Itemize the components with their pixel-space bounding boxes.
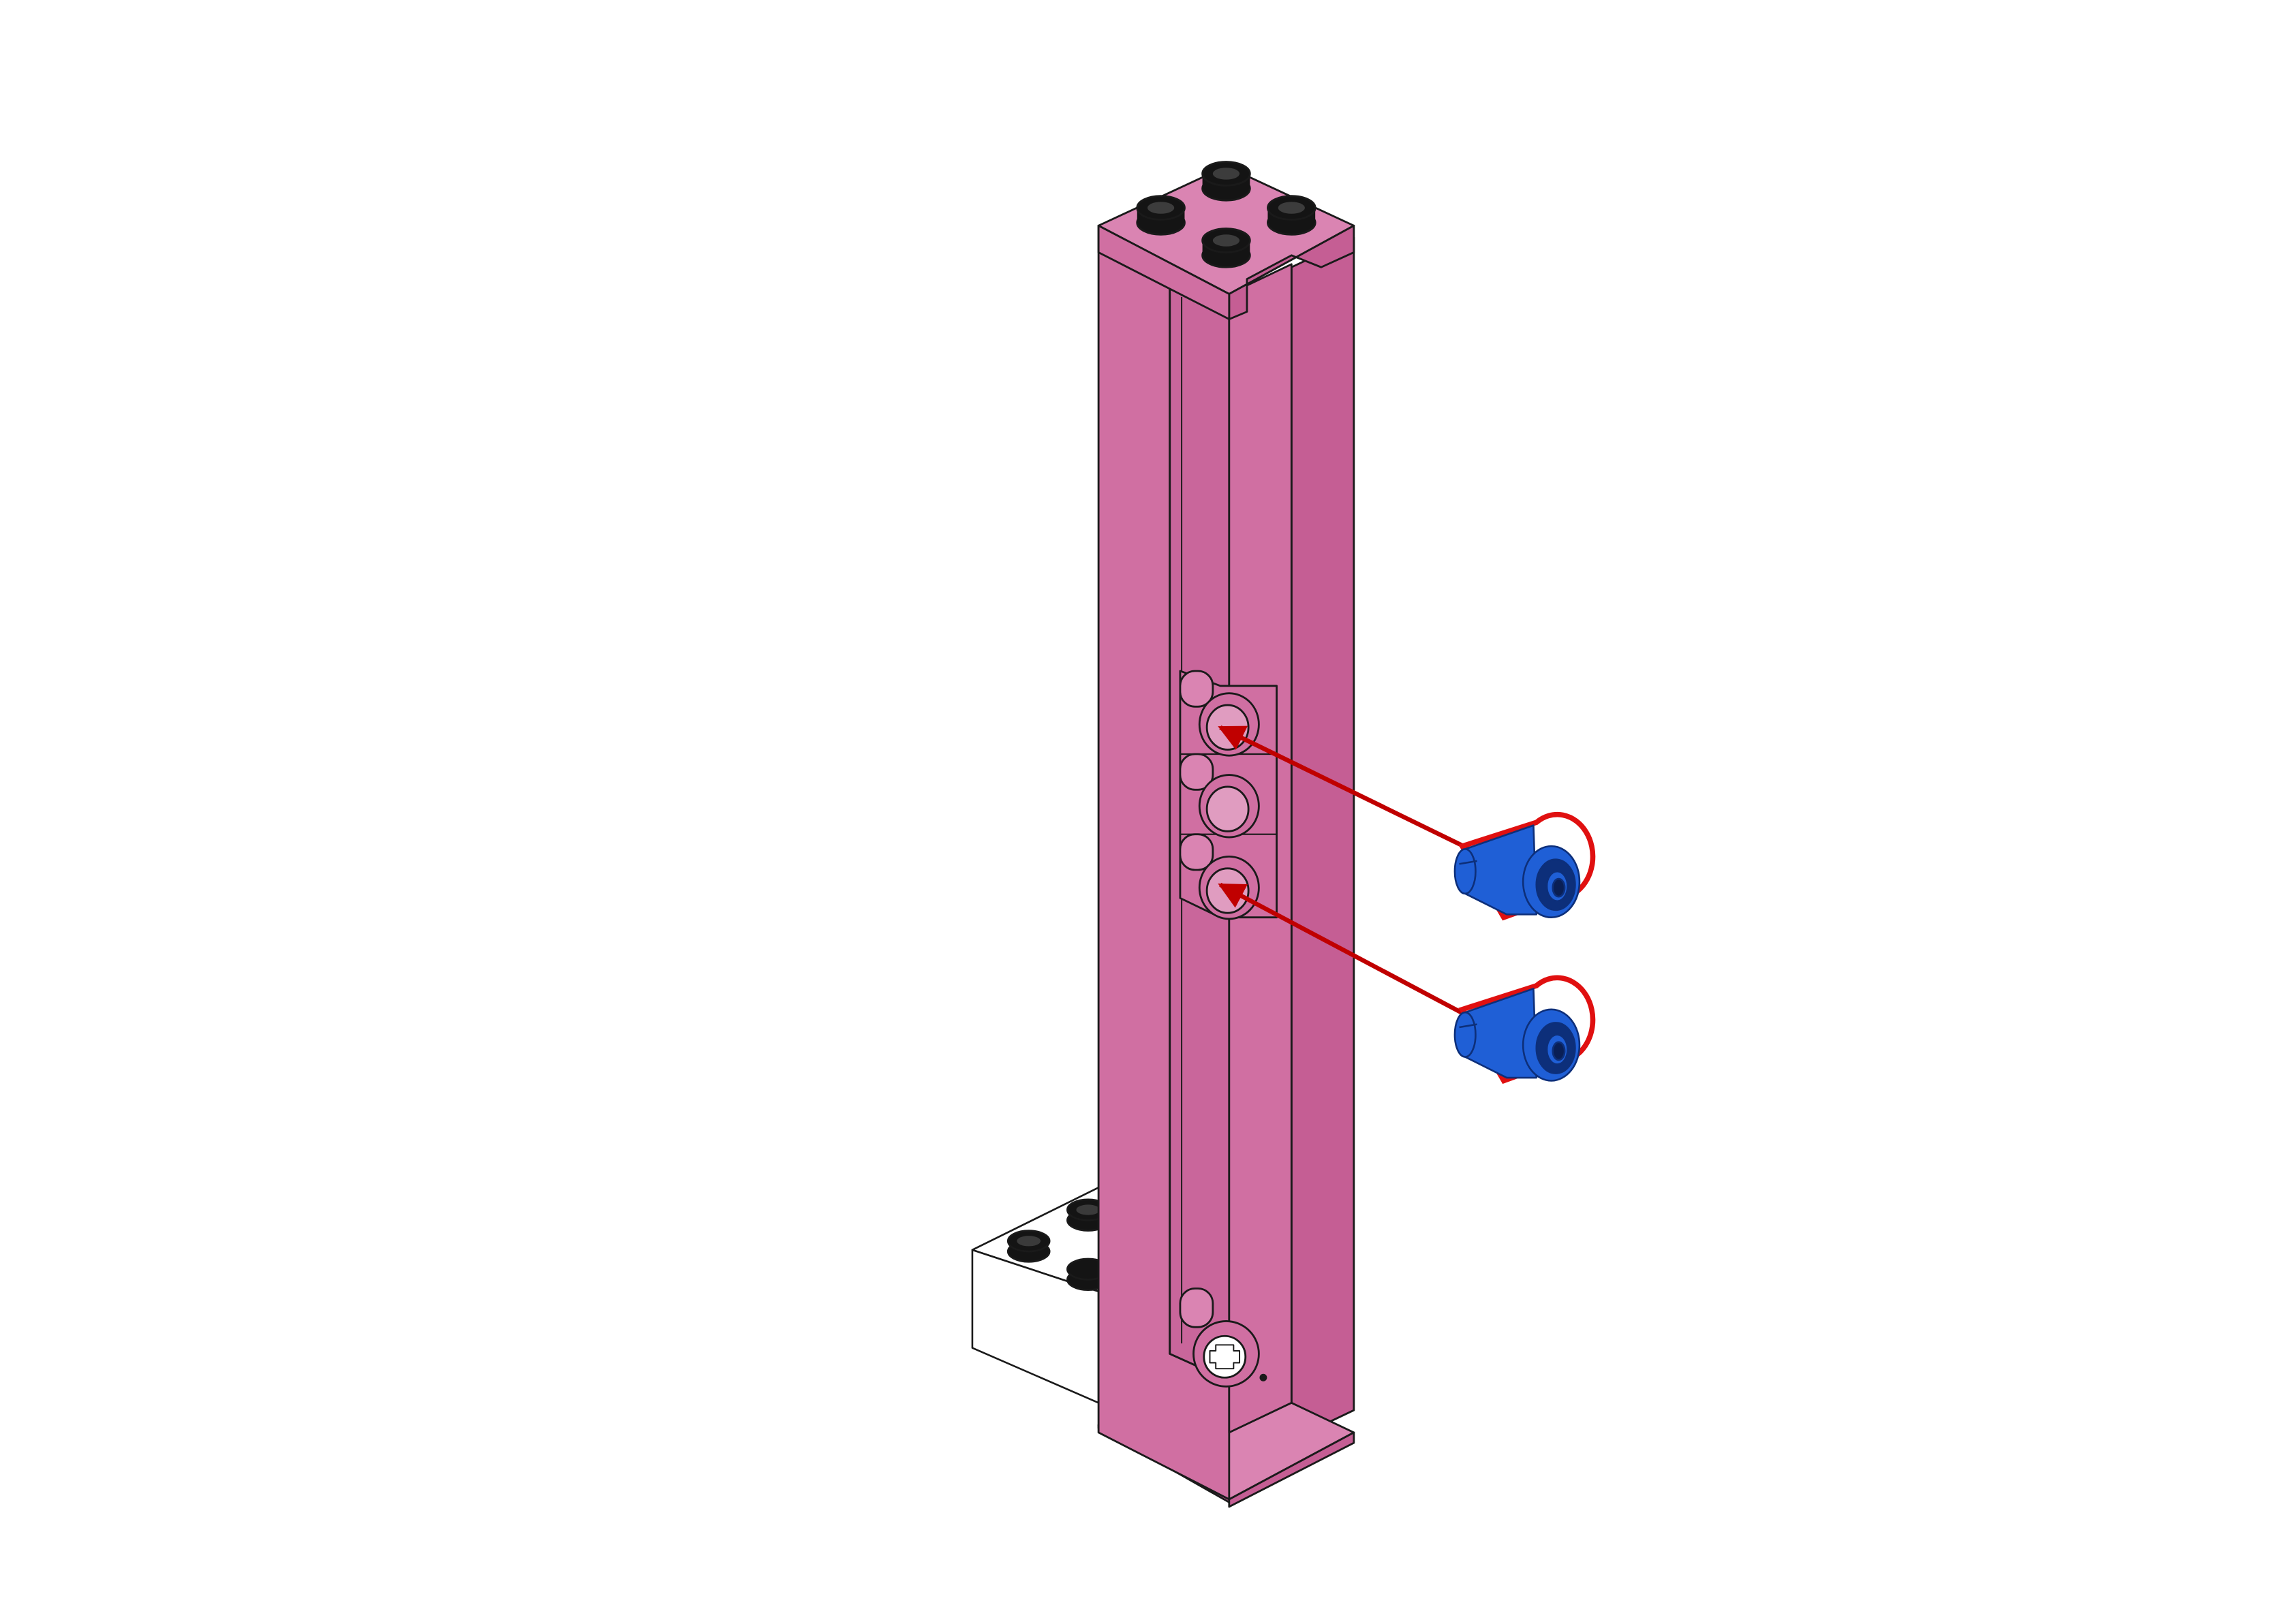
base-stud-icon [1006,1230,1051,1263]
technic-hole-block [1179,670,1278,920]
pink-support-column-icon [1097,161,1355,1508]
insertion-arrow-icon [1218,725,1471,852]
bottom-axle-hole [1179,1287,1267,1388]
blue-technic-pin-icon [1453,975,1596,1084]
middle-hole [1198,774,1260,839]
upper-hole [1198,692,1260,757]
insertion-arrow-icon [1218,882,1471,1019]
top-stud-icon [1136,195,1186,236]
top-stud-icon [1201,228,1251,268]
top-stud-icon [1201,161,1251,202]
blue-technic-pin-icon [1453,811,1596,921]
top-stud-icon [1267,195,1316,236]
